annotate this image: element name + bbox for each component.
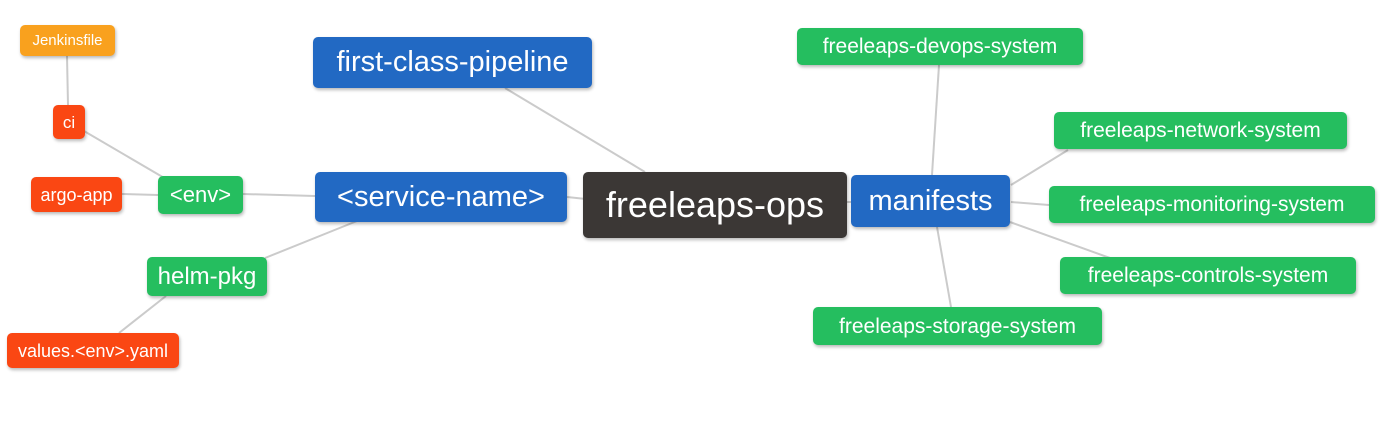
node-argo-app[interactable]: argo-app: [31, 177, 122, 212]
node-freeleaps-devops-system[interactable]: freeleaps-devops-system: [797, 28, 1083, 65]
node-env[interactable]: <env>: [158, 176, 243, 214]
edge-helm-pkg-to-service-name: [264, 220, 358, 259]
edge-argo-app-to-env: [121, 193, 159, 196]
node-freeleaps-monitoring-system[interactable]: freeleaps-monitoring-system: [1049, 186, 1375, 223]
edge-env-to-service-name: [242, 193, 316, 197]
edge-values-env-yaml-to-helm-pkg: [118, 295, 167, 334]
edge-ci-to-env: [83, 130, 167, 180]
node-freeleaps-ops[interactable]: freeleaps-ops: [583, 172, 847, 238]
edge-manifests-to-freeleaps-controls-system: [1009, 221, 1111, 259]
node-ci[interactable]: ci: [53, 105, 85, 139]
node-freeleaps-network-system[interactable]: freeleaps-network-system: [1054, 112, 1347, 149]
edge-manifests-to-freeleaps-storage-system: [936, 226, 952, 308]
node-freeleaps-storage-system[interactable]: freeleaps-storage-system: [813, 307, 1102, 345]
edge-first-class-pipeline-to-freeleaps-ops: [504, 87, 646, 173]
node-first-class-pipeline[interactable]: first-class-pipeline: [313, 37, 592, 88]
node-freeleaps-controls-system[interactable]: freeleaps-controls-system: [1060, 257, 1356, 294]
edge-manifests-to-freeleaps-monitoring-system: [1010, 201, 1050, 206]
node-service-name[interactable]: <service-name>: [315, 172, 567, 222]
edge-manifests-to-freeleaps-devops-system: [931, 64, 940, 176]
node-helm-pkg[interactable]: helm-pkg: [147, 257, 267, 296]
node-manifests[interactable]: manifests: [851, 175, 1010, 227]
edge-jenkinsfile-to-ci: [66, 55, 69, 106]
node-jenkinsfile[interactable]: Jenkinsfile: [20, 25, 115, 56]
edge-manifests-to-freeleaps-network-system: [1010, 149, 1069, 186]
node-values-env-yaml[interactable]: values.<env>.yaml: [7, 333, 179, 368]
